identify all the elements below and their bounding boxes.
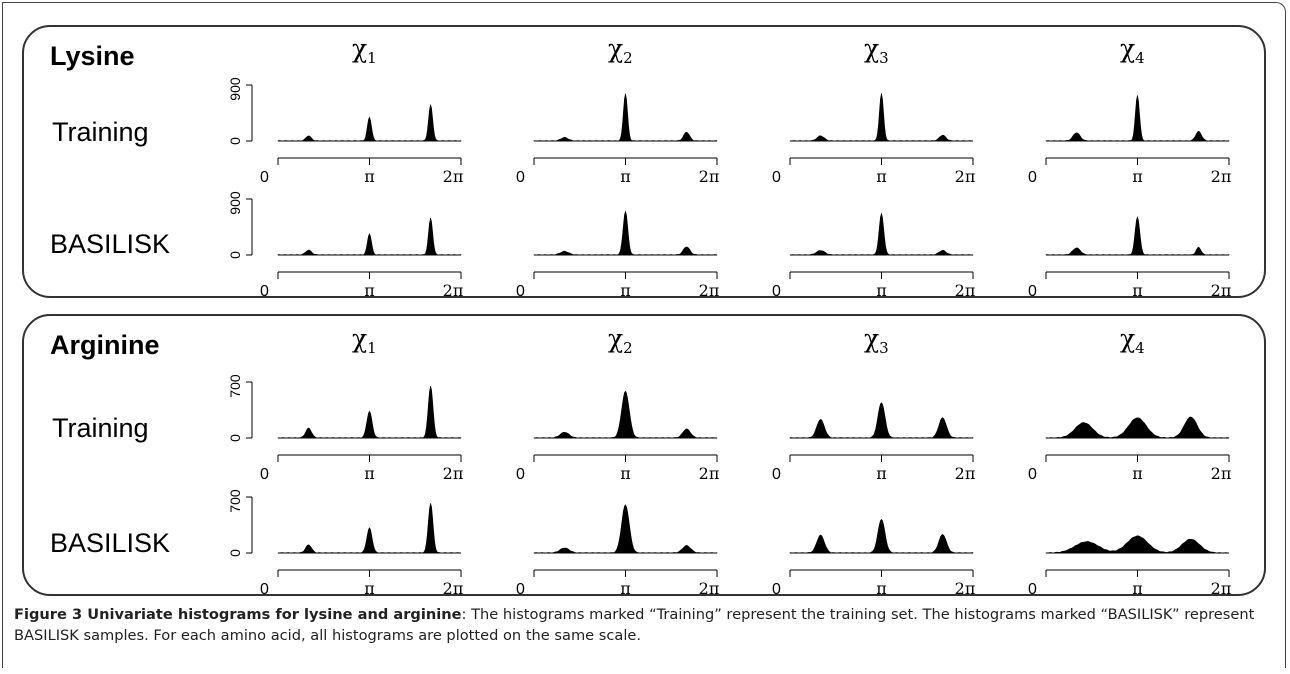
y-tick-label: 900 [227, 77, 243, 101]
column-header-chi3: χ3 [864, 324, 889, 357]
x-tick-label: 2π [955, 281, 976, 300]
x-tick-label: 0 [772, 283, 781, 300]
x-tick-label: 2π [443, 579, 464, 598]
x-tick-label: 0 [516, 581, 525, 598]
row-label-basilisk: BASILISK [50, 229, 171, 259]
x-tick-label: π [876, 579, 887, 598]
histogram-chi2-area [533, 504, 718, 554]
histogram-chi2-area [533, 390, 718, 439]
histogram-chi2-area [533, 211, 718, 256]
x-tick-label: 2π [1211, 579, 1232, 598]
x-tick-label: 2π [1211, 281, 1232, 300]
histogram-chi2-area [533, 93, 718, 142]
x-tick-label: π [876, 464, 887, 483]
histogram-chi3-area [789, 402, 974, 439]
figure-caption: Figure 3 Univariate histograms for lysin… [14, 604, 1276, 646]
caption-label: Figure 3 Univariate histograms for lysin… [14, 606, 462, 623]
histogram-chi4-area [1045, 95, 1230, 142]
x-tick-label: 0 [260, 581, 269, 598]
histogram-chi3-area [789, 212, 974, 256]
y-tick-label: 0 [227, 434, 243, 442]
x-tick-label: 2π [955, 167, 976, 186]
x-tick-label: π [620, 281, 631, 300]
histogram-chi3-area [789, 518, 974, 554]
x-tick-label: π [876, 281, 887, 300]
x-tick-label: 0 [772, 466, 781, 483]
x-tick-label: π [1132, 167, 1143, 186]
row-label-training: Training [52, 413, 149, 443]
y-tick-label: 0 [227, 549, 243, 557]
y-tick-label: 0 [227, 137, 243, 145]
histogram-chi1-area [277, 385, 462, 439]
x-tick-label: 2π [443, 281, 464, 300]
x-tick-label: π [1132, 464, 1143, 483]
x-tick-label: 0 [772, 581, 781, 598]
x-tick-label: 2π [699, 579, 720, 598]
x-tick-label: π [876, 167, 887, 186]
column-header-chi2: χ2 [608, 34, 633, 67]
caption-text: : The histograms marked “Training” repre… [14, 606, 1255, 644]
column-header-chi3: χ3 [864, 34, 889, 67]
x-tick-label: π [364, 281, 375, 300]
x-tick-label: π [1132, 281, 1143, 300]
column-header-chi2: χ2 [608, 324, 633, 357]
x-tick-label: π [364, 167, 375, 186]
histogram-chi1-area [277, 104, 462, 142]
histogram-chi4-area [1045, 216, 1230, 256]
column-header-chi4: χ4 [1120, 324, 1145, 357]
x-tick-label: 0 [260, 283, 269, 300]
x-tick-label: 0 [516, 283, 525, 300]
histogram-chi4-area [1045, 416, 1230, 439]
x-tick-label: π [364, 464, 375, 483]
y-tick-label: 700 [227, 374, 243, 398]
x-tick-label: 2π [699, 167, 720, 186]
row-label-training: Training [52, 117, 149, 147]
x-tick-label: 0 [1028, 283, 1037, 300]
x-tick-label: 0 [516, 169, 525, 186]
histogram-chi1-area [277, 217, 462, 256]
x-tick-label: 0 [260, 466, 269, 483]
x-tick-label: π [620, 579, 631, 598]
histogram-chi1-area [277, 503, 462, 554]
x-tick-label: 2π [699, 281, 720, 300]
y-tick-label: 0 [227, 251, 243, 259]
x-tick-label: π [620, 167, 631, 186]
x-tick-label: π [364, 579, 375, 598]
x-tick-label: 0 [1028, 466, 1037, 483]
histogram-chi3-area [789, 93, 974, 142]
x-tick-label: 2π [955, 579, 976, 598]
column-header-chi1: χ1 [352, 324, 377, 357]
panel-title: Lysine [50, 41, 135, 71]
panel-lysine: Lysine [22, 25, 1266, 298]
x-tick-label: 0 [516, 466, 525, 483]
row-label-basilisk: BASILISK [50, 528, 171, 558]
x-tick-label: 2π [443, 167, 464, 186]
y-tick-label: 900 [227, 191, 243, 215]
x-tick-label: π [1132, 579, 1143, 598]
histogram-chi4-area [1045, 535, 1230, 554]
column-header-chi1: χ1 [352, 34, 377, 67]
x-tick-label: 2π [1211, 464, 1232, 483]
y-tick-label: 700 [227, 489, 243, 513]
x-tick-label: 2π [443, 464, 464, 483]
x-tick-label: 2π [955, 464, 976, 483]
panel-title: Arginine [50, 330, 160, 360]
column-header-chi4: χ4 [1120, 34, 1145, 67]
x-tick-label: 0 [260, 169, 269, 186]
x-tick-label: 2π [1211, 167, 1232, 186]
x-tick-label: π [620, 464, 631, 483]
x-tick-label: 0 [1028, 581, 1037, 598]
x-tick-label: 0 [1028, 169, 1037, 186]
x-tick-label: 2π [699, 464, 720, 483]
x-tick-label: 0 [772, 169, 781, 186]
